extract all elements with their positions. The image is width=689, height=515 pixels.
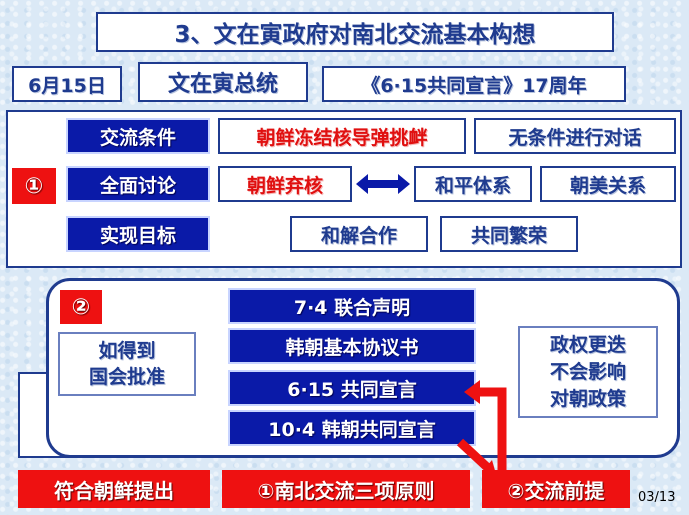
condition-dialogue: 无条件进行对话 (474, 118, 676, 154)
bottom-exchange-premise: ②交流前提 (482, 470, 630, 508)
policy-note-line2: 不会影响 (549, 360, 626, 383)
bottom-three-principles: ①南北交流三项原则 (222, 470, 470, 508)
row-label-discussion: 全面讨论 (66, 166, 210, 202)
goal-prosperity: 共同繁荣 (440, 216, 578, 252)
declaration-basic-agreement: 韩朝基本协议书 (228, 328, 476, 364)
condition-freeze: 朝鲜冻结核导弹挑衅 (218, 118, 466, 154)
item-peace-system: 和平体系 (414, 166, 532, 202)
red-arrow-icon (456, 380, 507, 474)
item-denuclearize: 朝鲜弃核 (218, 166, 352, 202)
row-label-goal: 实现目标 (66, 216, 210, 252)
congress-approval-line1: 如得到 (98, 340, 156, 362)
date-box: 6月15日 (12, 66, 122, 102)
president-box: 文在寅总统 (138, 62, 308, 102)
policy-note-line3: 对朝政策 (549, 387, 626, 410)
double-arrow-icon (356, 174, 410, 194)
policy-note-line1: 政权更迭 (549, 333, 626, 356)
declaration-10-4: 10·4 韩朝共同宣言 (228, 410, 476, 446)
item-us-dprk-relations: 朝美关系 (540, 166, 676, 202)
section1-marker: ① (12, 168, 56, 204)
declaration-7-4: 7·4 联合声明 (228, 288, 476, 324)
declaration-6-15: 6·15 共同宣言 (228, 370, 476, 406)
anniversary-box: 《6·15共同宣言》17周年 (322, 66, 626, 102)
congress-approval-line2: 国会批准 (88, 366, 165, 388)
congress-approval-note: 如得到 国会批准 (58, 332, 196, 396)
bottom-dprk-proposal: 符合朝鲜提出 (18, 470, 210, 508)
section2-marker: ② (60, 290, 102, 324)
page-title: 3、文在寅政府对南北交流基本构想 (96, 12, 614, 52)
page-number: 03/13 (638, 490, 676, 505)
row-label-conditions: 交流条件 (66, 118, 210, 154)
policy-continuity-note: 政权更迭 不会影响 对朝政策 (518, 326, 658, 418)
goal-reconciliation: 和解合作 (290, 216, 428, 252)
